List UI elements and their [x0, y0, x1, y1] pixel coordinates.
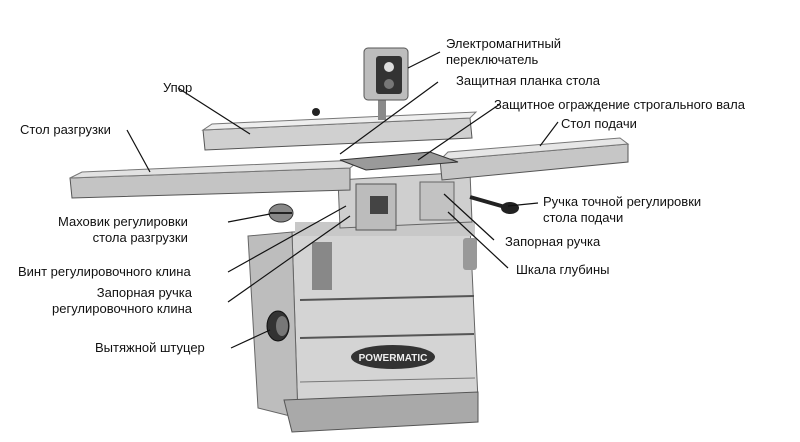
label-fence: Упор [163, 80, 193, 95]
label-infeed-table: Стол подачи [561, 116, 637, 131]
label-infeed-fine-knob: Ручка точной регулировки стола подачи [543, 194, 702, 225]
brand-logo-text: POWERMATIC [359, 353, 428, 364]
outfeed-handwheel [268, 203, 294, 223]
label-outfeed-handwheel: Маховик регулировки стола разгрузки [58, 214, 188, 245]
label-gib-screw: Винт регулировочного клина [18, 264, 191, 279]
magnetic-switch [363, 47, 409, 120]
leader-lines [126, 51, 559, 349]
tables [69, 137, 630, 199]
label-outfeed-table: Стол разгрузки [20, 122, 111, 137]
label-lock-knob: Запорная ручка [505, 234, 601, 249]
fence [201, 108, 478, 151]
label-depth-scale: Шкала глубины [516, 262, 610, 277]
label-electromagnetic-switch: Электромагнитный переключатель [446, 36, 562, 67]
switch-box [463, 238, 477, 270]
dust-port [266, 310, 290, 342]
label-gib-lock-knob: Запорная ручка регулировочного клина [52, 285, 192, 316]
cabinet [247, 222, 479, 433]
brand-badge: POWERMATIC [351, 345, 435, 369]
label-cutterhead-guard: Защитное ограждение строгального вала [494, 97, 745, 112]
warning-plate [312, 242, 332, 290]
cutterhead-guard [339, 151, 459, 171]
fence-knob [312, 108, 320, 116]
machine-head [337, 171, 473, 231]
label-dust-port: Вытяжной штуцер [95, 340, 205, 355]
label-table-guard-strip: Защитная планка стола [456, 73, 600, 88]
depth-scale-plate [370, 196, 388, 214]
